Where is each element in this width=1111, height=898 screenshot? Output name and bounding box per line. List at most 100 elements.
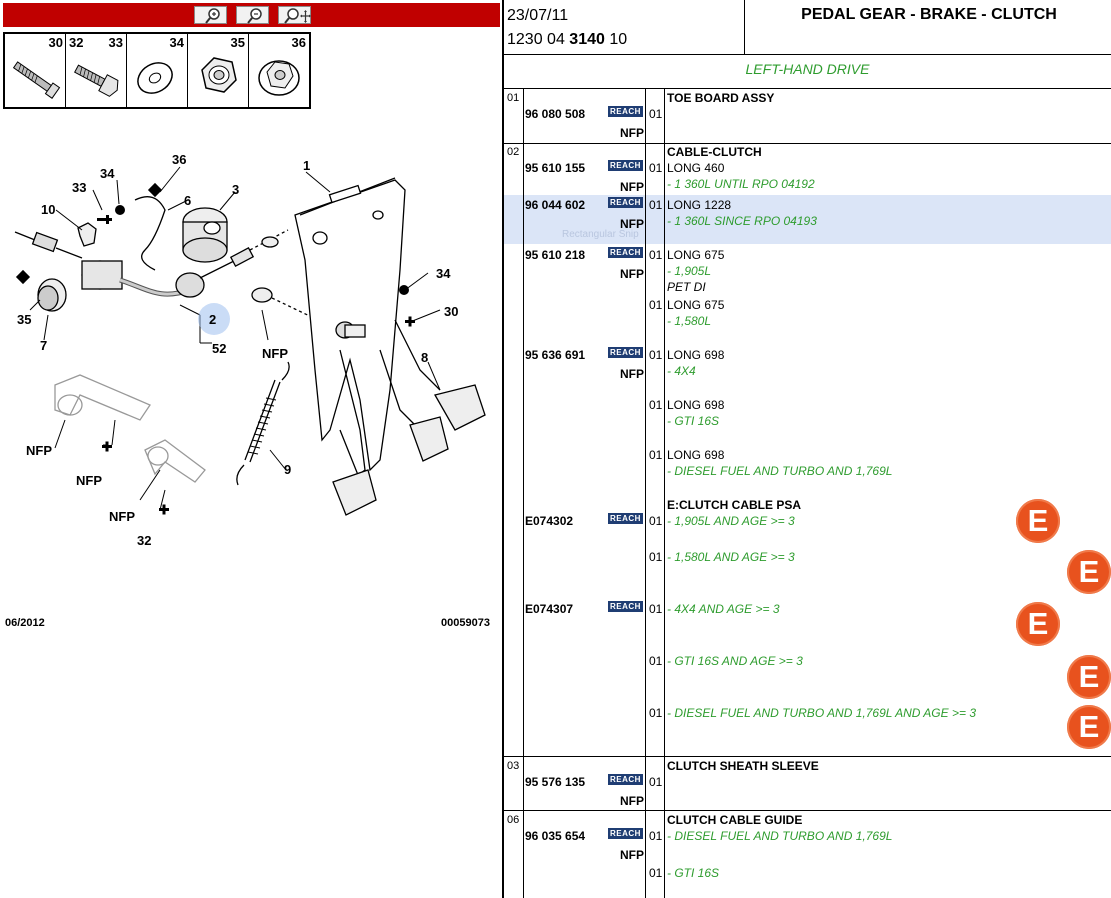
part-number[interactable]: 95 636 691 xyxy=(525,348,586,362)
callout-8[interactable]: 8 xyxy=(421,350,429,365)
zoom-in-icon xyxy=(205,8,220,24)
screw-icon xyxy=(74,64,119,97)
column-divider xyxy=(664,88,665,898)
part-number[interactable]: 96 035 654 xyxy=(525,829,586,843)
section-code: 06 xyxy=(507,814,520,826)
callout-10[interactable]: 10 xyxy=(41,202,56,217)
variant-note: - 1,580L AND AGE >= 3 xyxy=(667,550,795,564)
callout-30[interactable]: 30 xyxy=(444,304,459,319)
reach-badge: REACH xyxy=(608,197,643,208)
section-code: 01 xyxy=(507,92,520,104)
callout-nfp[interactable]: NFP xyxy=(262,346,288,361)
callout-52[interactable]: 52 xyxy=(212,341,227,356)
drive-side: LEFT-HAND DRIVE xyxy=(745,61,870,77)
part-number[interactable]: 96 080 508 xyxy=(525,107,586,121)
variant-note: - 1,905L xyxy=(667,264,712,278)
e-catalogue-icon[interactable]: E xyxy=(1016,602,1060,646)
quantity: 01 xyxy=(649,398,663,412)
variant-text: LONG 460 xyxy=(667,161,725,175)
zoom-out-icon xyxy=(247,8,262,24)
nfp-label: NFP xyxy=(620,848,644,862)
quantity: 01 xyxy=(649,654,663,668)
ref-prefix: 1230 04 xyxy=(507,31,565,48)
variant-note: - 1 360L UNTIL RPO 04192 xyxy=(667,177,815,191)
callout-34-right[interactable]: 34 xyxy=(436,266,451,281)
e-catalogue-icon[interactable]: E xyxy=(1067,655,1111,699)
variant-text: LONG 698 xyxy=(667,398,725,412)
variant-note: - GTI 16S xyxy=(667,414,720,428)
nfp-label: NFP xyxy=(620,180,644,194)
callout-9[interactable]: 9 xyxy=(284,462,292,477)
reach-badge: REACH xyxy=(608,106,643,117)
callout-35[interactable]: 35 xyxy=(17,312,32,327)
e-catalogue-icon[interactable]: E xyxy=(1067,705,1111,749)
flange-nut-icon xyxy=(258,60,300,96)
section-divider xyxy=(504,810,1111,811)
callout-2[interactable]: 2 xyxy=(209,312,217,327)
part-number[interactable]: E074302 xyxy=(525,514,574,528)
callout-nfp[interactable]: NFP xyxy=(26,443,52,458)
e-catalogue-icon[interactable]: E xyxy=(1067,550,1111,594)
callout-7[interactable]: 7 xyxy=(40,338,48,353)
hardware-bolt-30: 30 xyxy=(5,34,66,107)
part-number[interactable]: 95 576 135 xyxy=(525,775,586,789)
section-divider xyxy=(504,143,1111,144)
part-number[interactable]: 95 610 218 xyxy=(525,248,586,262)
ref-suffix: 10 xyxy=(609,31,628,48)
quantity: 01 xyxy=(649,602,663,616)
reach-badge: REACH xyxy=(608,160,643,171)
reach-badge: REACH xyxy=(608,247,643,258)
header-divider xyxy=(744,0,745,54)
variant-text: LONG 675 xyxy=(667,248,725,262)
variant-note: - 1,580L xyxy=(667,314,712,328)
callout-32[interactable]: 32 xyxy=(137,533,152,548)
part-description: TOE BOARD ASSY xyxy=(667,91,775,105)
zoom-in-button[interactable] xyxy=(194,6,227,24)
callout-6[interactable]: 6 xyxy=(184,193,192,208)
quantity: 01 xyxy=(649,514,663,528)
quantity: 01 xyxy=(649,248,663,262)
zoom-out-button[interactable] xyxy=(236,6,269,24)
hardware-legend: 30 32 33 34 xyxy=(3,32,311,109)
hardware-label: 30 xyxy=(48,35,63,50)
callout-36[interactable]: 36 xyxy=(172,152,187,167)
group-heading: E:CLUTCH CABLE PSA xyxy=(667,498,801,512)
exploded-diagram xyxy=(14,166,486,516)
page-title: PEDAL GEAR - BRAKE - CLUTCH xyxy=(801,6,1057,23)
diagram-pane: 30 32 33 34 xyxy=(0,0,503,898)
variant-note: PET DI xyxy=(667,280,706,294)
quantity: 01 xyxy=(649,706,663,720)
part-number[interactable]: E074307 xyxy=(525,602,574,616)
part-description: CLUTCH SHEATH SLEEVE xyxy=(667,759,819,773)
callout-33[interactable]: 33 xyxy=(72,180,87,195)
bolt-icon xyxy=(12,61,61,99)
selected-row-highlight[interactable] xyxy=(504,195,1111,244)
quantity: 01 xyxy=(649,107,663,121)
variant-note: - 1 360L SINCE RPO 04193 xyxy=(667,214,817,228)
quantity: 01 xyxy=(649,829,663,843)
variant-note: - GTI 16S xyxy=(667,866,720,880)
part-number[interactable]: 96 044 602 xyxy=(525,198,586,212)
callout-nfp[interactable]: NFP xyxy=(109,509,135,524)
e-catalogue-icon[interactable]: E xyxy=(1016,499,1060,543)
section-code: 03 xyxy=(507,760,520,772)
quantity: 01 xyxy=(649,348,663,362)
variant-note: - 4X4 AND AGE >= 3 xyxy=(667,602,780,616)
ref-bold: 3140 xyxy=(569,31,605,48)
variant-text: LONG 1228 xyxy=(667,198,732,212)
part-number[interactable]: 95 610 155 xyxy=(525,161,586,175)
callout-3[interactable]: 3 xyxy=(232,182,240,197)
callout-34-left[interactable]: 34 xyxy=(100,166,115,181)
zoom-fit-button[interactable] xyxy=(278,6,311,24)
callout-nfp[interactable]: NFP xyxy=(76,473,102,488)
reach-badge: REACH xyxy=(608,513,643,524)
callout-1[interactable]: 1 xyxy=(303,158,311,173)
variant-text: LONG 698 xyxy=(667,448,725,462)
parts-list-pane: 23/07/11 1230 04 3140 10 PEDAL GEAR - BR… xyxy=(504,0,1111,898)
column-divider xyxy=(645,88,646,898)
pane-splitter[interactable] xyxy=(502,0,504,898)
zoom-toolbar xyxy=(3,3,500,27)
callout-highlight[interactable] xyxy=(198,303,230,335)
variant-note: - DIESEL FUEL AND TURBO AND 1,769L xyxy=(667,829,893,843)
header-date: 23/07/11 xyxy=(507,7,569,24)
